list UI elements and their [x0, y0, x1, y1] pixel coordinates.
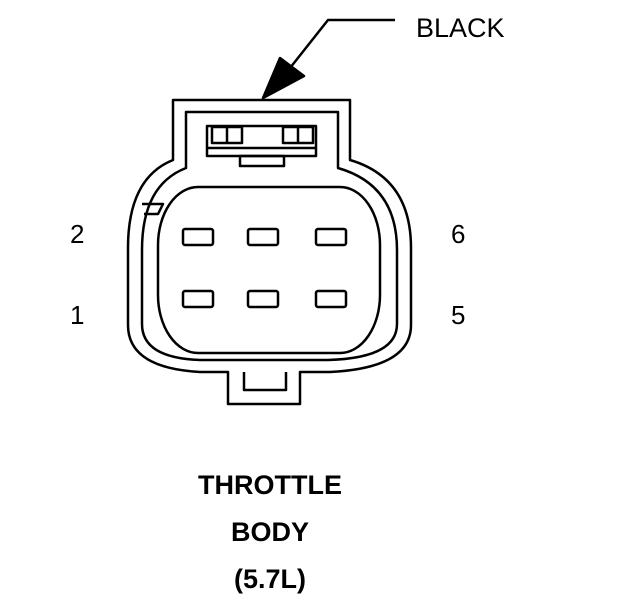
pin-label-6: 6: [451, 219, 466, 249]
terminal-middle-bottom: [246, 289, 280, 309]
callout-arrow: [261, 18, 395, 100]
terminals: [181, 227, 348, 309]
terminal-2: [181, 227, 215, 247]
caption-line-3: (5.7L): [233, 564, 306, 594]
terminal-6: [314, 227, 348, 247]
caption-line-2: BODY: [230, 517, 309, 547]
caption-line-1: THROTTLE: [198, 470, 342, 500]
pin-cavity-face: [156, 185, 382, 355]
connector-housing: [126, 98, 413, 406]
pin-label-2: 2: [70, 219, 85, 249]
callout-label: BLACK: [416, 13, 505, 43]
pin-label-5: 5: [451, 300, 466, 330]
terminal-middle-top: [246, 227, 280, 247]
terminal-5: [314, 289, 348, 309]
pin-label-1: 1: [70, 300, 85, 330]
locking-tab: [205, 124, 318, 168]
terminal-1: [181, 289, 215, 309]
